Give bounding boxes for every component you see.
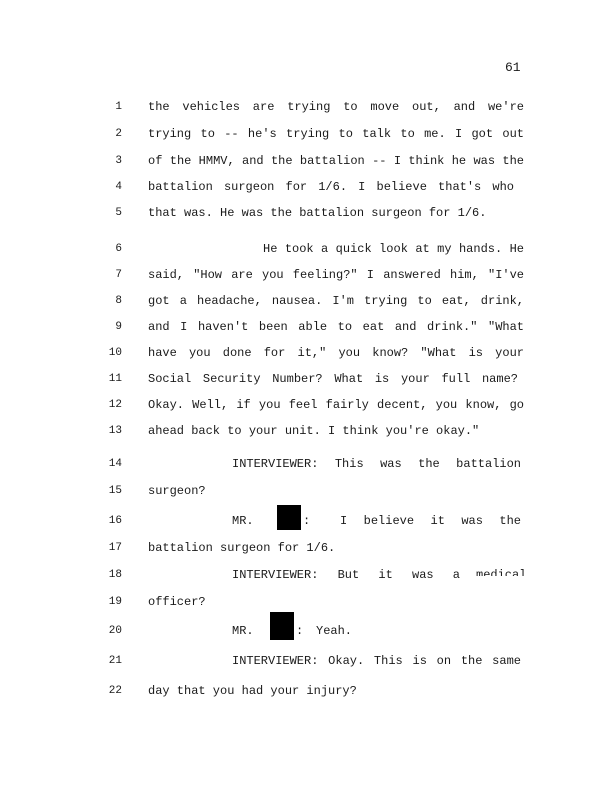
speaker-colon: : [296,624,304,638]
redaction-box [270,612,294,640]
line-number: 4 [115,181,122,193]
line-number: 7 [115,269,122,281]
redaction-box [277,505,301,530]
transcript-line: surgeon? [148,484,206,498]
line-number: 17 [108,542,122,554]
line-number: 8 [115,295,122,307]
transcript-line: Yeah. [316,624,353,638]
line-number: 13 [108,425,122,437]
transcript-line: day that you had your injury? [148,684,357,698]
clipped-word: medical [476,567,526,583]
transcript-line: that was. He was the battalion surgeon f… [148,206,487,220]
line-number: 21 [108,655,122,667]
transcript-line: and I haven't been able to eat and drink… [148,320,524,334]
transcript-line: got a headache, nausea. I'm trying to ea… [148,294,524,308]
line-number: 19 [108,596,122,608]
line-number: 11 [108,373,122,385]
transcript-line: INTERVIEWER: This was the battalion [232,457,521,471]
speaker-label: MR. [232,514,254,528]
transcript-line: said, "How are you feeling?" I answered … [148,268,524,282]
transcript-line: He took a quick look at my hands. He [263,242,524,256]
transcript-line: have you done for it," you know? "What i… [148,346,524,360]
transcript-line: ahead back to your unit. I think you're … [148,424,480,438]
line-number: 20 [108,625,122,637]
transcript-line: the vehicles are trying to move out, and… [148,100,524,114]
line-number: 2 [115,128,122,140]
transcript-line: officer? [148,595,206,609]
line-number: 9 [115,321,122,333]
line-number: 12 [108,399,122,411]
transcript-line: battalion surgeon for 1/6. I believe tha… [148,180,514,194]
line-number: 14 [108,458,122,470]
line-number: 15 [108,485,122,497]
transcript-line: trying to -- he's trying to talk to me. … [148,127,524,141]
transcript-line: INTERVIEWER: Okay. This is on the same [232,654,521,668]
line-number: 16 [108,515,122,527]
transcript-line: battalion surgeon for 1/6. [148,541,336,555]
page-number: 61 [505,60,521,75]
transcript-line: Okay. Well, if you feel fairly decent, y… [148,398,524,412]
speaker-colon: : [303,514,311,528]
clipped-text: medical [476,568,527,576]
line-number: 18 [108,569,122,581]
line-number: 5 [115,207,122,219]
line-number: 6 [115,243,122,255]
transcript-line: Social Security Number? What is your ful… [148,372,518,386]
line-number: 22 [108,685,122,697]
speaker-label: MR. [232,624,254,638]
line-number: 10 [108,347,122,359]
line-number: 1 [115,101,122,113]
line-number: 3 [115,155,122,167]
transcript-line: I believe it was the [340,514,521,528]
transcript-line: of the HMMV, and the battalion -- I thin… [148,154,524,168]
transcript-line: INTERVIEWER: But it was a [232,568,460,582]
